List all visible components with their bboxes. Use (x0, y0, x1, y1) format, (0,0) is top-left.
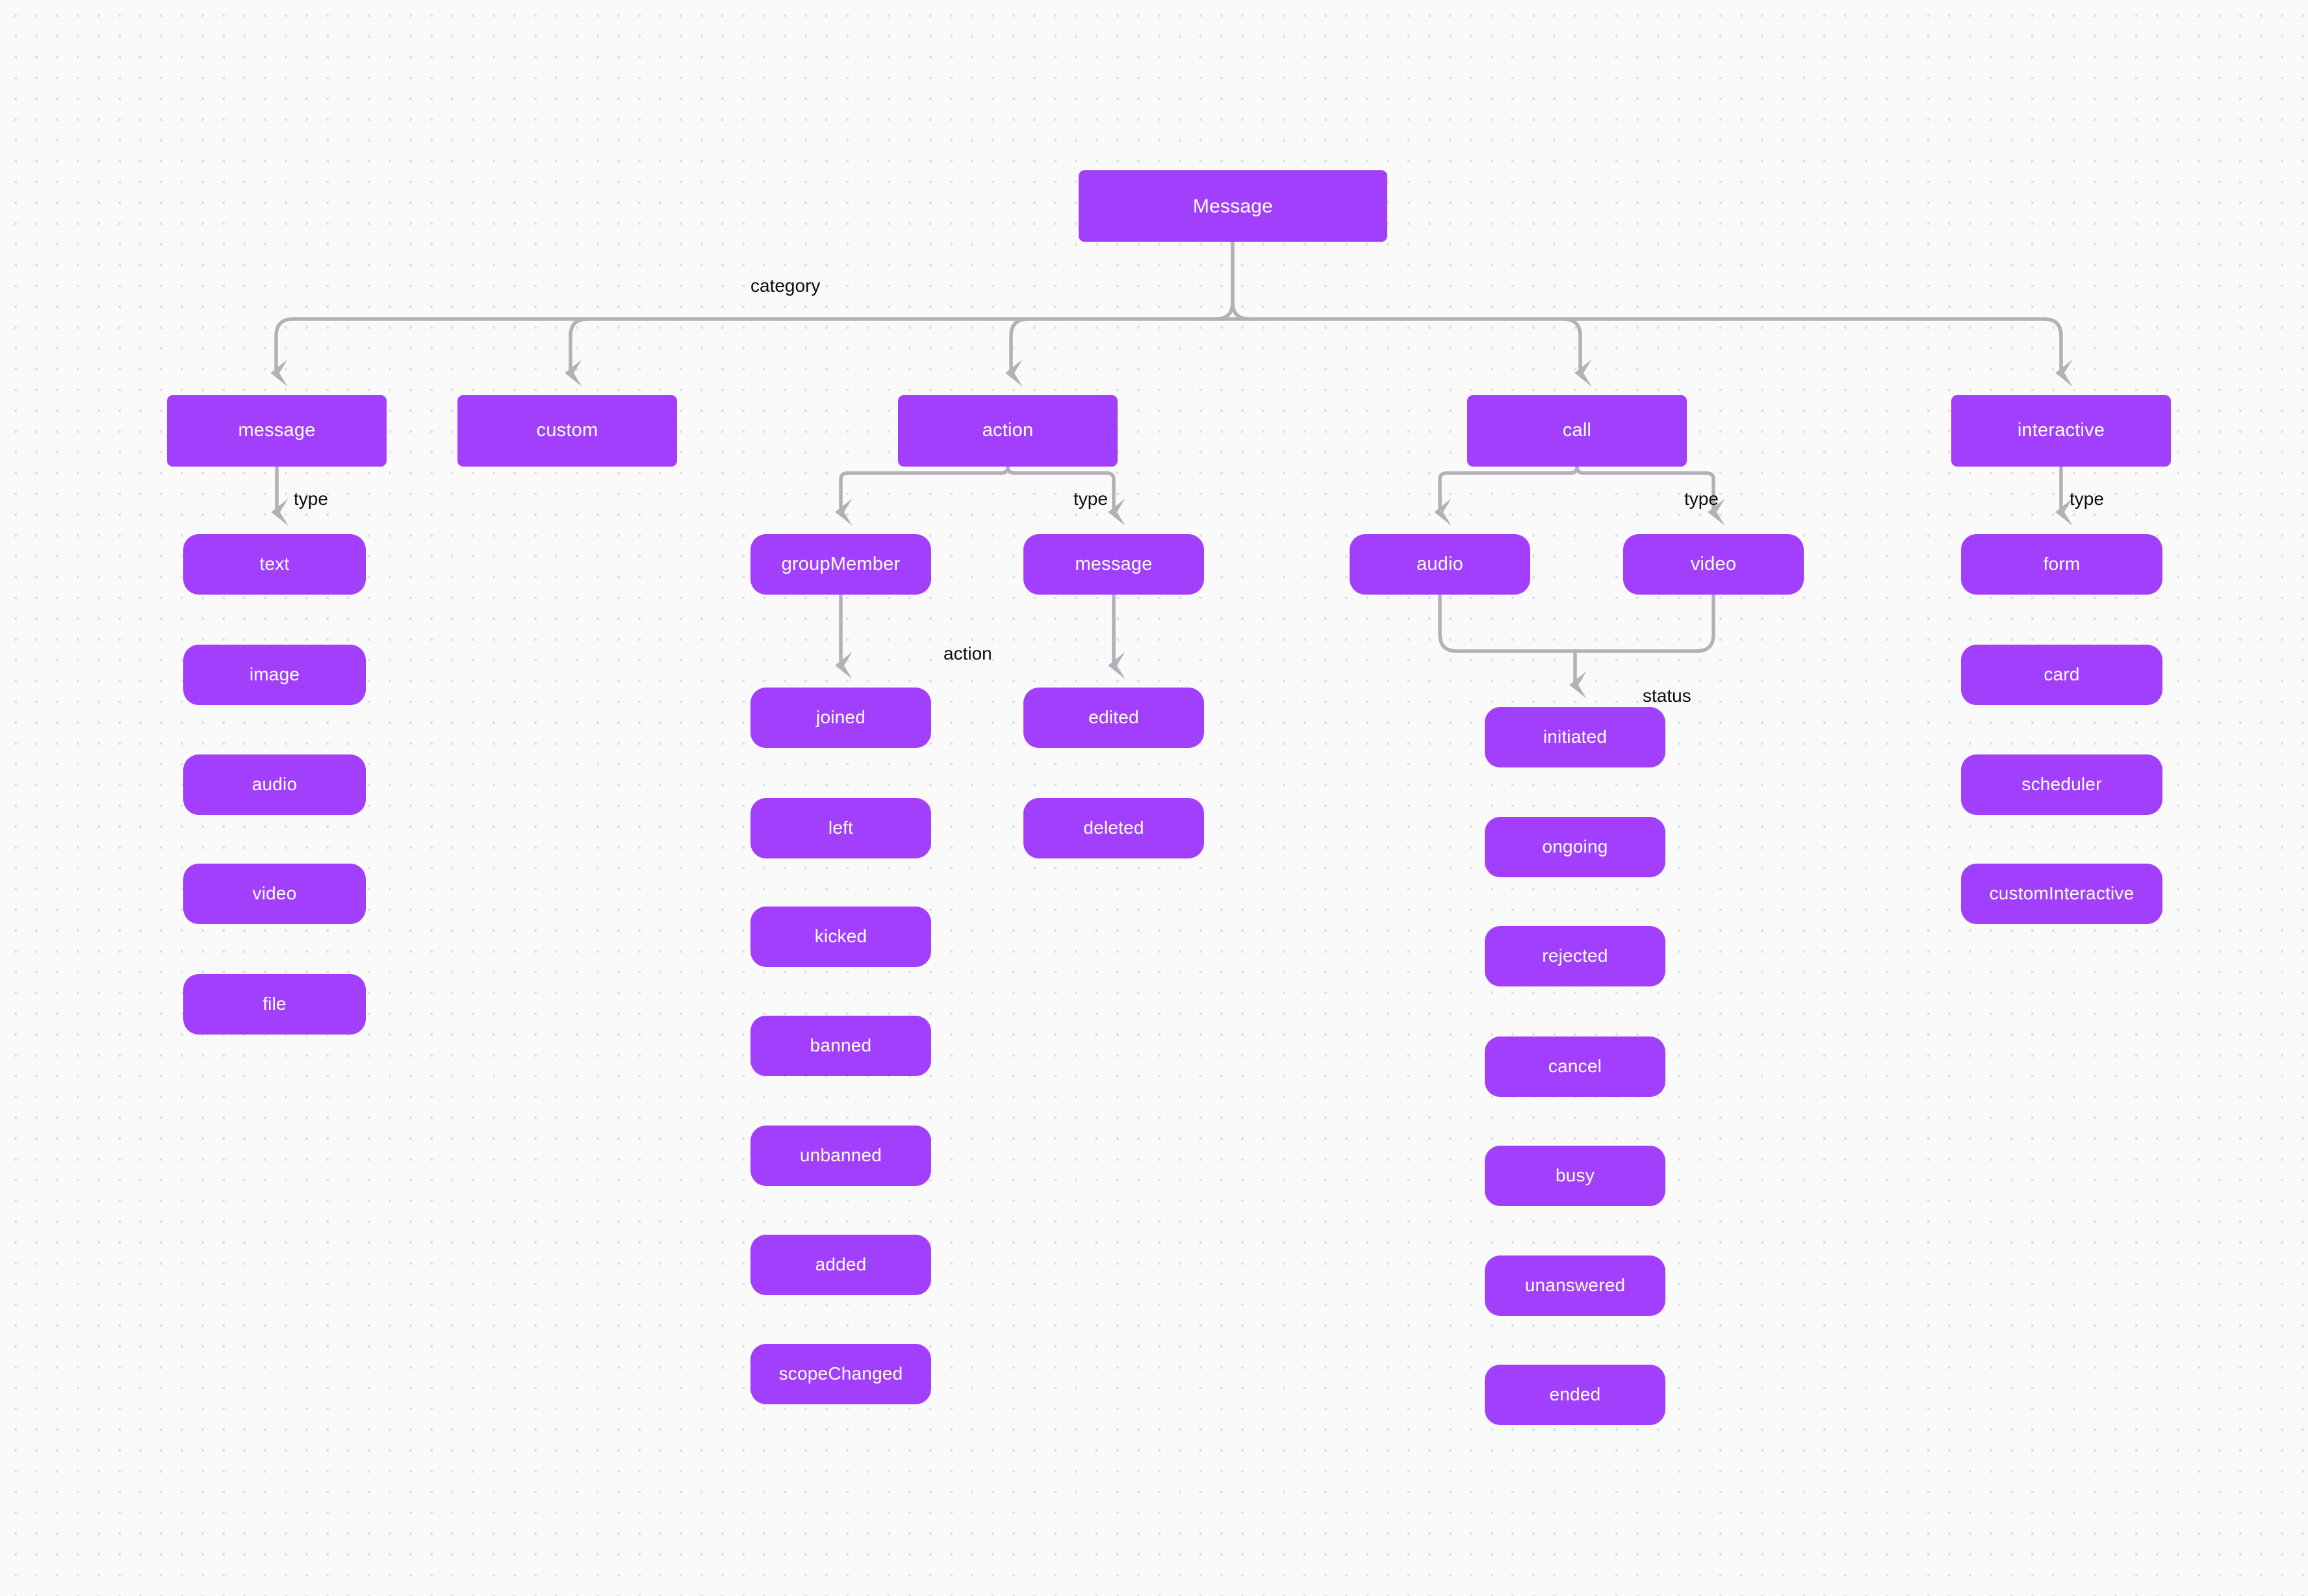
node-callstatus-rejected[interactable]: rejected (1485, 926, 1665, 986)
edge-root-to-action (1005, 317, 1030, 387)
node-label: text (259, 554, 290, 574)
node-category-message[interactable]: message (167, 395, 387, 467)
edge-root-stem-left (1214, 240, 1235, 321)
node-label: card (2044, 664, 2080, 685)
node-callstatus-ended[interactable]: ended (1485, 1365, 1665, 1425)
node-interactive-custom-interactive[interactable]: customInteractive (1961, 864, 2162, 924)
node-label: busy (1556, 1165, 1595, 1186)
edge-video-to-initiated (1573, 593, 1715, 653)
node-callstatus-initiated[interactable]: initiated (1485, 707, 1665, 767)
node-interactive-scheduler[interactable]: scheduler (1961, 754, 2162, 815)
node-category-action[interactable]: action (898, 395, 1118, 467)
node-category-custom[interactable]: custom (457, 395, 677, 467)
node-groupmember-left[interactable]: left (750, 798, 931, 858)
edge-root-to-custom (565, 317, 589, 387)
node-label: message (238, 420, 316, 441)
node-call-audio[interactable]: audio (1350, 534, 1530, 595)
node-groupmember-joined[interactable]: joined (750, 688, 931, 748)
node-label: deleted (1083, 817, 1144, 838)
node-message-image[interactable]: image (183, 645, 366, 705)
node-groupmember-unbanned[interactable]: unbanned (750, 1126, 931, 1186)
node-interactive-card[interactable]: card (1961, 645, 2162, 705)
node-action-message[interactable]: message (1023, 534, 1204, 595)
node-label: video (1690, 553, 1737, 574)
node-label: left (828, 817, 854, 838)
edge-label-type-call: type (1684, 489, 1719, 509)
node-label: ongoing (1542, 836, 1608, 857)
edge-root-to-interactive (2042, 317, 2073, 387)
node-label: Message (1192, 195, 1274, 217)
node-groupmember-scope-changed[interactable]: scopeChanged (750, 1344, 931, 1404)
node-label: unanswered (1524, 1275, 1626, 1296)
node-interactive-form[interactable]: form (1961, 534, 2162, 595)
node-label: kicked (814, 926, 867, 947)
node-label: ended (1549, 1384, 1601, 1405)
edge-label-action-groupmember: action (943, 643, 992, 663)
edge-label-category: category (750, 276, 821, 296)
node-category-interactive[interactable]: interactive (1951, 395, 2171, 467)
node-groupmember-banned[interactable]: banned (750, 1016, 931, 1076)
edge-label-type-message: type (294, 489, 328, 509)
node-group-member[interactable]: groupMember (750, 534, 931, 595)
node-label: video (252, 883, 297, 904)
node-label: added (815, 1254, 867, 1275)
node-groupmember-kicked[interactable]: kicked (750, 907, 931, 967)
edge-root-to-message (270, 317, 295, 387)
node-label: customInteractive (1989, 883, 2135, 904)
edge-root-to-call (1561, 317, 1592, 387)
edge-label-type-action: type (1073, 489, 1108, 509)
node-message-audio[interactable]: audio (183, 754, 366, 815)
node-label: rejected (1542, 946, 1608, 966)
node-label: audio (1417, 553, 1463, 574)
node-callstatus-busy[interactable]: busy (1485, 1146, 1665, 1206)
edge-audio-to-initiated (1438, 593, 1577, 653)
node-category-call[interactable]: call (1467, 395, 1687, 467)
node-call-video[interactable]: video (1623, 534, 1804, 595)
edge-label-type-interactive: type (2070, 489, 2104, 509)
node-root-message[interactable]: Message (1079, 170, 1387, 242)
node-label: cancel (1548, 1056, 1602, 1077)
node-callstatus-cancel[interactable]: cancel (1485, 1036, 1665, 1097)
node-label: image (249, 664, 300, 685)
node-label: audio (251, 774, 298, 795)
node-label: joined (816, 707, 866, 728)
node-label: action (982, 420, 1034, 441)
node-label: banned (810, 1035, 872, 1056)
edge-root-stem-right (1231, 240, 1251, 321)
node-label: message (1075, 553, 1153, 574)
node-label: unbanned (799, 1145, 882, 1166)
node-label: scheduler (2021, 774, 2102, 795)
edge-call-to-audio (1434, 465, 1579, 526)
edge-action-to-groupmember (835, 465, 1010, 526)
edge-label-status-call: status (1643, 686, 1691, 706)
node-callstatus-unanswered[interactable]: unanswered (1485, 1255, 1665, 1316)
node-message-file[interactable]: file (183, 974, 366, 1035)
node-label: file (263, 994, 287, 1014)
node-label: interactive (2017, 420, 2105, 441)
node-label: initiated (1543, 727, 1608, 747)
node-label: scopeChanged (778, 1363, 903, 1384)
node-groupmember-added[interactable]: added (750, 1235, 931, 1295)
node-label: custom (536, 420, 598, 441)
node-messageaction-deleted[interactable]: deleted (1023, 798, 1204, 858)
node-message-text[interactable]: text (183, 534, 366, 595)
node-callstatus-ongoing[interactable]: ongoing (1485, 817, 1665, 877)
node-label: form (2043, 554, 2081, 574)
node-label: groupMember (781, 553, 901, 574)
node-label: edited (1088, 707, 1139, 728)
node-messageaction-edited[interactable]: edited (1023, 688, 1204, 748)
node-label: call (1562, 420, 1592, 441)
node-message-video[interactable]: video (183, 864, 366, 924)
